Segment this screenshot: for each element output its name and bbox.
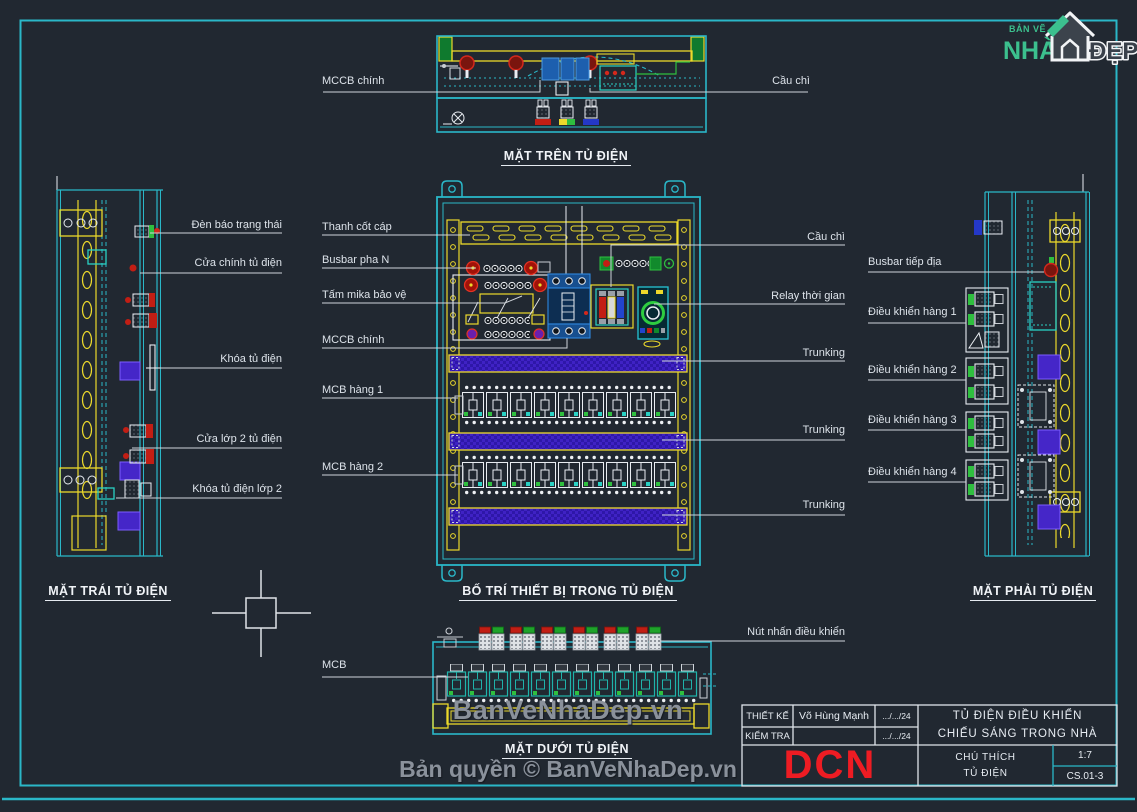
bottom-view-leaders (322, 640, 845, 678)
bottom-view-drawing (322, 626, 845, 735)
mcb-row-2-icon (454, 454, 677, 496)
center-label-relay: Relay thời gian (771, 290, 845, 302)
copyright-watermark: Bản quyền © BanVeNhaDep.vn (399, 756, 737, 782)
center-view-drawing (322, 180, 845, 582)
timer-relay-icon (637, 286, 669, 348)
project-title-line2: CHIẾU SÁNG TRONG NHÀ (937, 728, 1098, 740)
left-view-title: MẶT TRÁI TỦ ĐIỆN (28, 584, 188, 601)
fuse-block-icon (590, 284, 634, 329)
titleblock-project-title: TỦ ĐIỆN ĐIỀU KHIỂN CHIẾU SÁNG TRONG NHÀ (918, 705, 1117, 745)
watermark-center: BanVeNhaDep.vn (452, 695, 684, 725)
titleblock-sheet-name: CHÚ THÍCH TỦ ĐIỆN (918, 745, 1053, 786)
handle-bottom-icon (437, 627, 463, 648)
mcb-side-icon (1017, 384, 1055, 498)
mccb-top-icon (541, 57, 590, 96)
crosshair-cursor (212, 570, 311, 657)
valve-icon (443, 111, 465, 125)
top-view-drawing (323, 35, 808, 133)
right-label-row3-control: Điều khiển hàng 3 (868, 414, 957, 426)
center-label-fuse: Cầu chì (807, 231, 845, 243)
top-label-mccb: MCCB chính (322, 75, 385, 87)
top-view-title: MẶT TRÊN TỦ ĐIỆN (466, 149, 666, 166)
center-label-mica: Tấm mika bảo vệ (322, 289, 407, 301)
rail-bracket-icon (59, 209, 107, 551)
center-view-title: BỐ TRÍ THIẾT BỊ TRONG TỦ ĐIỆN (448, 584, 688, 601)
trunking-strip (448, 507, 688, 526)
mcb-row-1-icon (454, 384, 677, 426)
titleblock-design-date: .../.../24 (882, 711, 911, 721)
busbar-assembly-icon (452, 260, 551, 341)
left-label-lock: Khóa tủ điện (220, 353, 282, 365)
door-button-side-icons (124, 293, 157, 499)
mccb-icon (547, 273, 591, 339)
right-label-row4-control: Điều khiển hàng 4 (868, 466, 957, 478)
right-label-earth-busbar: Busbar tiếp địa (868, 256, 942, 268)
sheet-name-line1: CHÚ THÍCH (955, 751, 1016, 763)
center-view-leaders (322, 234, 845, 516)
sheet-frame (2, 19, 1135, 801)
left-view-leaders (116, 232, 282, 499)
titleblock-design-label: THIẾT KẾ (746, 710, 789, 722)
center-label-mcb-row2: MCB hàng 2 (322, 461, 384, 473)
center-label-trunking-1: Trunking (802, 347, 845, 359)
earth-busbar-icon (1043, 257, 1059, 278)
handle-top-icon (440, 64, 461, 80)
center-label-mccb: MCCB chính (322, 334, 385, 346)
terminal-feet-icons (535, 99, 599, 125)
trunking-strip (448, 432, 688, 451)
ground-terminal-strip-icon (599, 256, 675, 271)
center-label-trunking-2: Trunking (802, 424, 845, 436)
logo-house-icon (1044, 11, 1096, 62)
logo-top-text: BẢN VẼ (1009, 23, 1046, 34)
left-label-main-door: Cửa chính tủ điện (194, 257, 282, 269)
bottom-rail-icon (432, 703, 710, 729)
sheet-name-line2: TỦ ĐIỆN (963, 767, 1008, 779)
right-view-leaders (868, 271, 1044, 483)
logo-name-text: NHÀ (1003, 36, 1057, 65)
lock-bar-icon (146, 344, 161, 391)
left-label-layer2-door: Cửa lớp 2 tủ điện (196, 433, 282, 445)
top-view-leaders (323, 80, 808, 93)
bottom-view-title: MẶT DƯỚI TỦ ĐIỆN (467, 742, 667, 759)
center-label-cable-bar: Thanh cốt cáp (322, 221, 392, 233)
left-label-layer2-lock: Khóa tủ điện lớp 2 (192, 483, 282, 495)
screw-icons (123, 264, 137, 459)
mcb-bottom-row-icon (436, 664, 718, 704)
brand-logo: BẢN VẼ NHÀ ĐẸP (1003, 11, 1137, 67)
bottom-label-mcb: MCB (322, 659, 347, 671)
right-view-drawing (868, 174, 1090, 557)
left-label-status-lamp: Đèn báo trạng thái (191, 219, 282, 231)
titleblock-check-date: .../.../24 (882, 731, 911, 741)
center-label-busbar-n: Busbar pha N (322, 254, 390, 266)
cable-duct-icon (460, 221, 678, 245)
logo-suffix-text: ĐẸP (1089, 38, 1137, 65)
right-label-row1-control: Điều khiển hàng 1 (868, 306, 957, 318)
project-title-line1: TỦ ĐIỆN ĐIỀU KHIỂN (952, 710, 1083, 722)
titleblock-sheet-number: CS.01-3 (1066, 770, 1104, 782)
titleblock-designer-name: Võ Hùng Mạnh (798, 710, 870, 722)
company-logo-dcn: DCN (783, 743, 877, 787)
titleblock-scale: 1:7 (1078, 750, 1092, 761)
titleblock-check-label: KIỂM TRA (745, 730, 790, 742)
fuse-top-icon (596, 53, 690, 91)
right-view-title: MẶT PHẢI TỦ ĐIỆN (953, 584, 1113, 601)
right-label-row2-control: Điều khiển hàng 2 (868, 364, 957, 376)
trunking-strip (448, 354, 688, 373)
top-label-fuse: Cầu chì (772, 75, 810, 87)
bottom-label-buttons: Nút nhấn điều khiển (747, 626, 845, 638)
door-control-boxes (965, 220, 1009, 501)
title-block-grid (741, 704, 1118, 787)
left-view-drawing (56, 176, 282, 557)
center-label-trunking-3: Trunking (802, 499, 845, 511)
center-label-mcb-row1: MCB hàng 1 (322, 384, 384, 396)
